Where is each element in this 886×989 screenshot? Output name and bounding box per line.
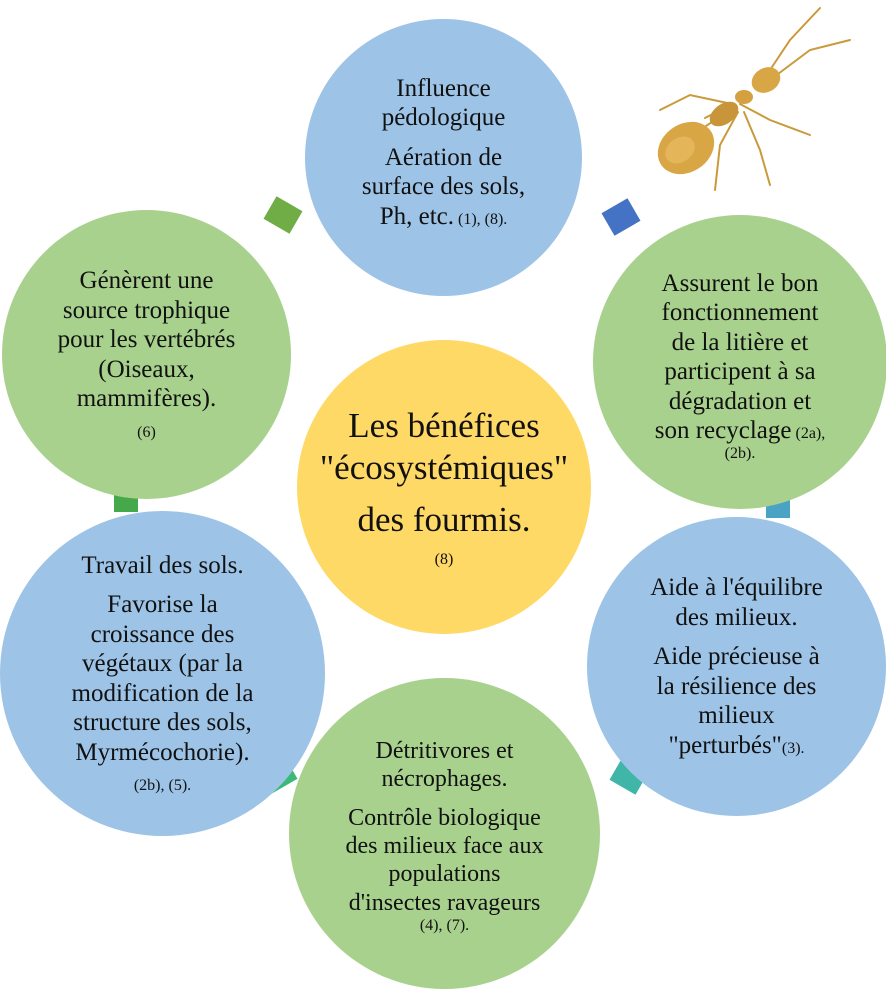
center-title-line1: Les bénéfices xyxy=(348,405,540,445)
litter-line5: dégradation et xyxy=(668,387,812,415)
balance-body-line3: milieux xyxy=(698,702,775,729)
detritivores-circle: Détritivores et nécrophages. Contrôle bi… xyxy=(289,678,600,989)
trophic-line4: (Oiseaux, xyxy=(98,355,195,383)
soil-work-body-line5: structure des sols, xyxy=(73,709,252,737)
center-circle: Les bénéfices "écosystémiques" des fourm… xyxy=(297,340,591,634)
soil-work-circle: Travail des sols. Favorise la croissance… xyxy=(0,511,325,836)
pedology-body-line1: Aération de xyxy=(384,143,503,171)
center-title-line2: "écosystémiques" xyxy=(319,447,569,487)
balance-body-line2: la résilience des xyxy=(656,672,817,700)
litter-line2: fonctionnement xyxy=(661,299,819,326)
trophic-circle: Génèrent une source trophique pour les v… xyxy=(2,210,291,499)
detritivores-reference: (4), (7). xyxy=(419,917,470,934)
trophic-reference: (6) xyxy=(137,423,156,441)
balance-title-line2: des milieux. xyxy=(675,603,798,631)
balance-circle: Aide à l'équilibre des milieux. Aide pré… xyxy=(587,517,886,816)
balance-body-line1: Aide précieuse à xyxy=(653,643,820,670)
litter-circle: Assurent le bon fonctionnement de la lit… xyxy=(593,215,886,509)
soil-work-reference: (2b), (5). xyxy=(133,777,192,795)
litter-reference-1: (2a), xyxy=(795,425,826,442)
balance-title-line1: Aide à l'équilibre xyxy=(650,574,823,601)
pedology-body-line2: surface des sols, xyxy=(361,173,526,201)
soil-work-title: Travail des sols. xyxy=(81,551,244,579)
detritivores-body-line1: Contrôle biologique xyxy=(348,804,541,831)
pedology-circle: Influence pédologique Aération de surfac… xyxy=(305,19,582,296)
soil-work-body-line1: Favorise la xyxy=(107,591,218,619)
detritivores-title-line1: Détritivores et xyxy=(375,738,514,765)
soil-work-body-line6: Myrmécochorie). xyxy=(75,738,250,766)
trophic-line2: source trophique xyxy=(62,296,231,324)
detritivores-body-line4: d'insectes ravageurs xyxy=(348,889,541,916)
balance-reference: (3). xyxy=(781,739,805,757)
detritivores-title-line2: nécrophages. xyxy=(381,766,508,793)
detritivores-body-line2: des milieux face aux xyxy=(345,833,544,860)
litter-line1: Assurent le bon xyxy=(661,269,819,297)
connector-top-right xyxy=(601,198,641,236)
soil-work-body-line3: végétaux (par la xyxy=(81,650,244,678)
ant-icon xyxy=(657,7,851,191)
trophic-line3: pour les vertébrés xyxy=(57,326,236,354)
connector-top-left xyxy=(263,196,303,234)
litter-line4: participent à sa xyxy=(664,358,816,385)
litter-line3: de la litière et xyxy=(671,328,809,356)
pedology-body-line3: Ph, etc. (1), (8). xyxy=(379,202,508,230)
litter-reference-2: (2b). xyxy=(724,444,756,462)
trophic-line5: mammifères). xyxy=(76,385,217,413)
pedology-title-line1: Influence xyxy=(396,74,491,102)
center-reference: (8) xyxy=(434,550,454,568)
center-title-line3: des fourmis. xyxy=(357,499,531,539)
pedology-title-line2: pédologique xyxy=(381,104,506,132)
litter-line6: son recyclage (2a), xyxy=(654,417,826,444)
balance-body-line4: "perturbés"(3). xyxy=(668,731,805,759)
trophic-line1: Génèrent une xyxy=(79,267,214,295)
soil-work-body-line4: modification de la xyxy=(71,679,254,707)
detritivores-body-line3: populations xyxy=(388,861,501,888)
pedology-reference: (1), (8). xyxy=(457,210,508,228)
soil-work-body-line2: croissance des xyxy=(90,620,235,648)
